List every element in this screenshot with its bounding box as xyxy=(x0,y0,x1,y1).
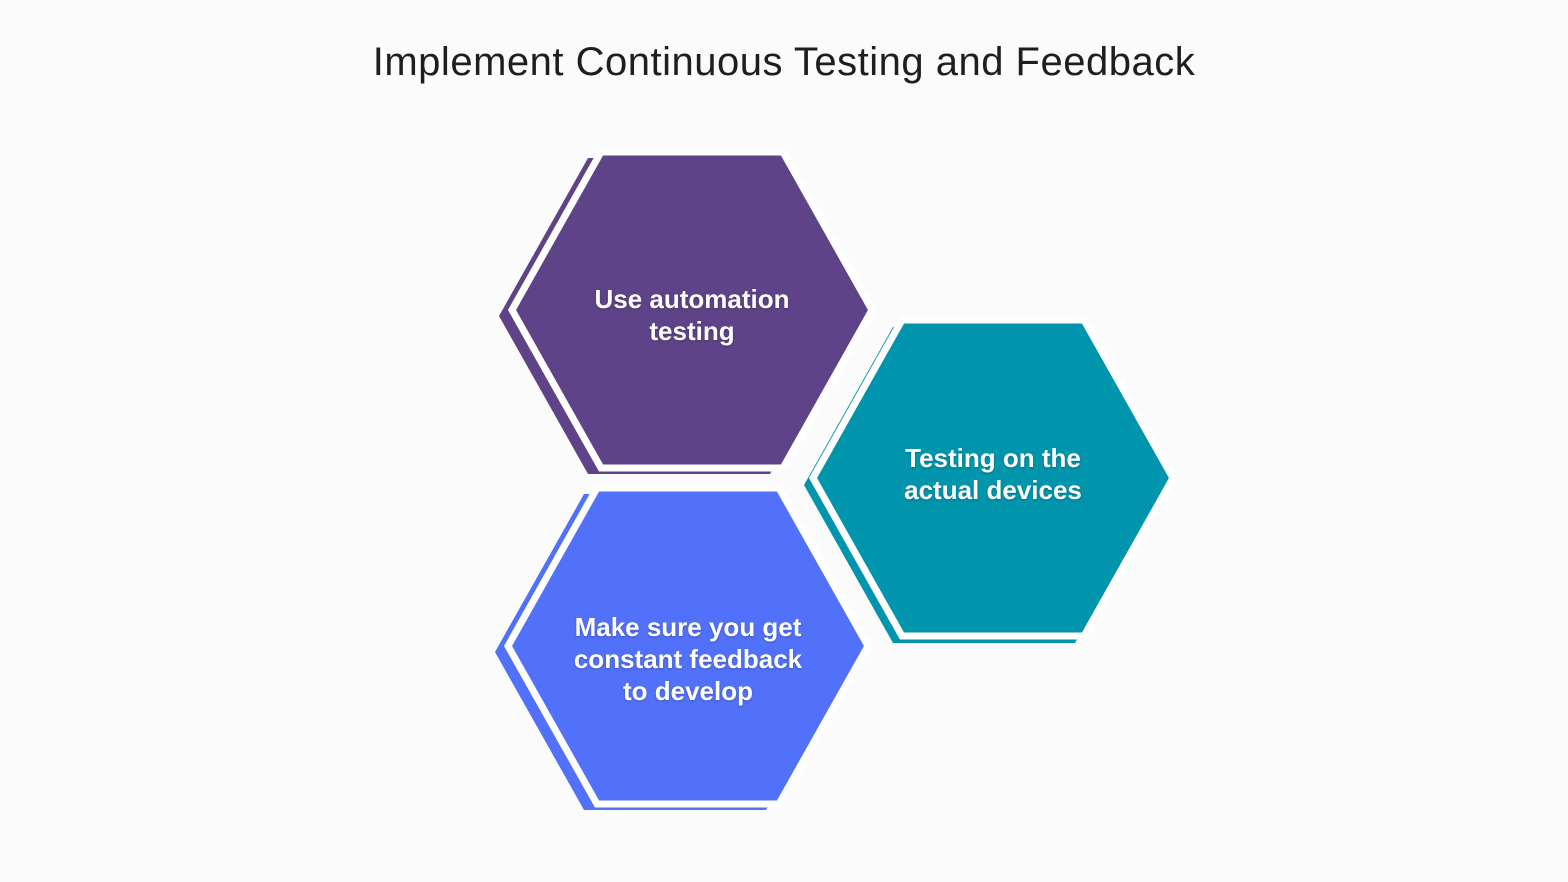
diagram-title: Implement Continuous Testing and Feedbac… xyxy=(372,40,1196,84)
use-automation-testing-hexagon xyxy=(507,148,877,472)
testing-actual-devices-hexagon xyxy=(808,316,1178,640)
hexagon-group-constant-feedback xyxy=(495,484,873,810)
hexagon-group-testing-actual-devices xyxy=(804,316,1178,643)
constant-feedback-hexagon xyxy=(503,484,873,808)
hexagon-group-use-automation-testing xyxy=(499,148,877,474)
